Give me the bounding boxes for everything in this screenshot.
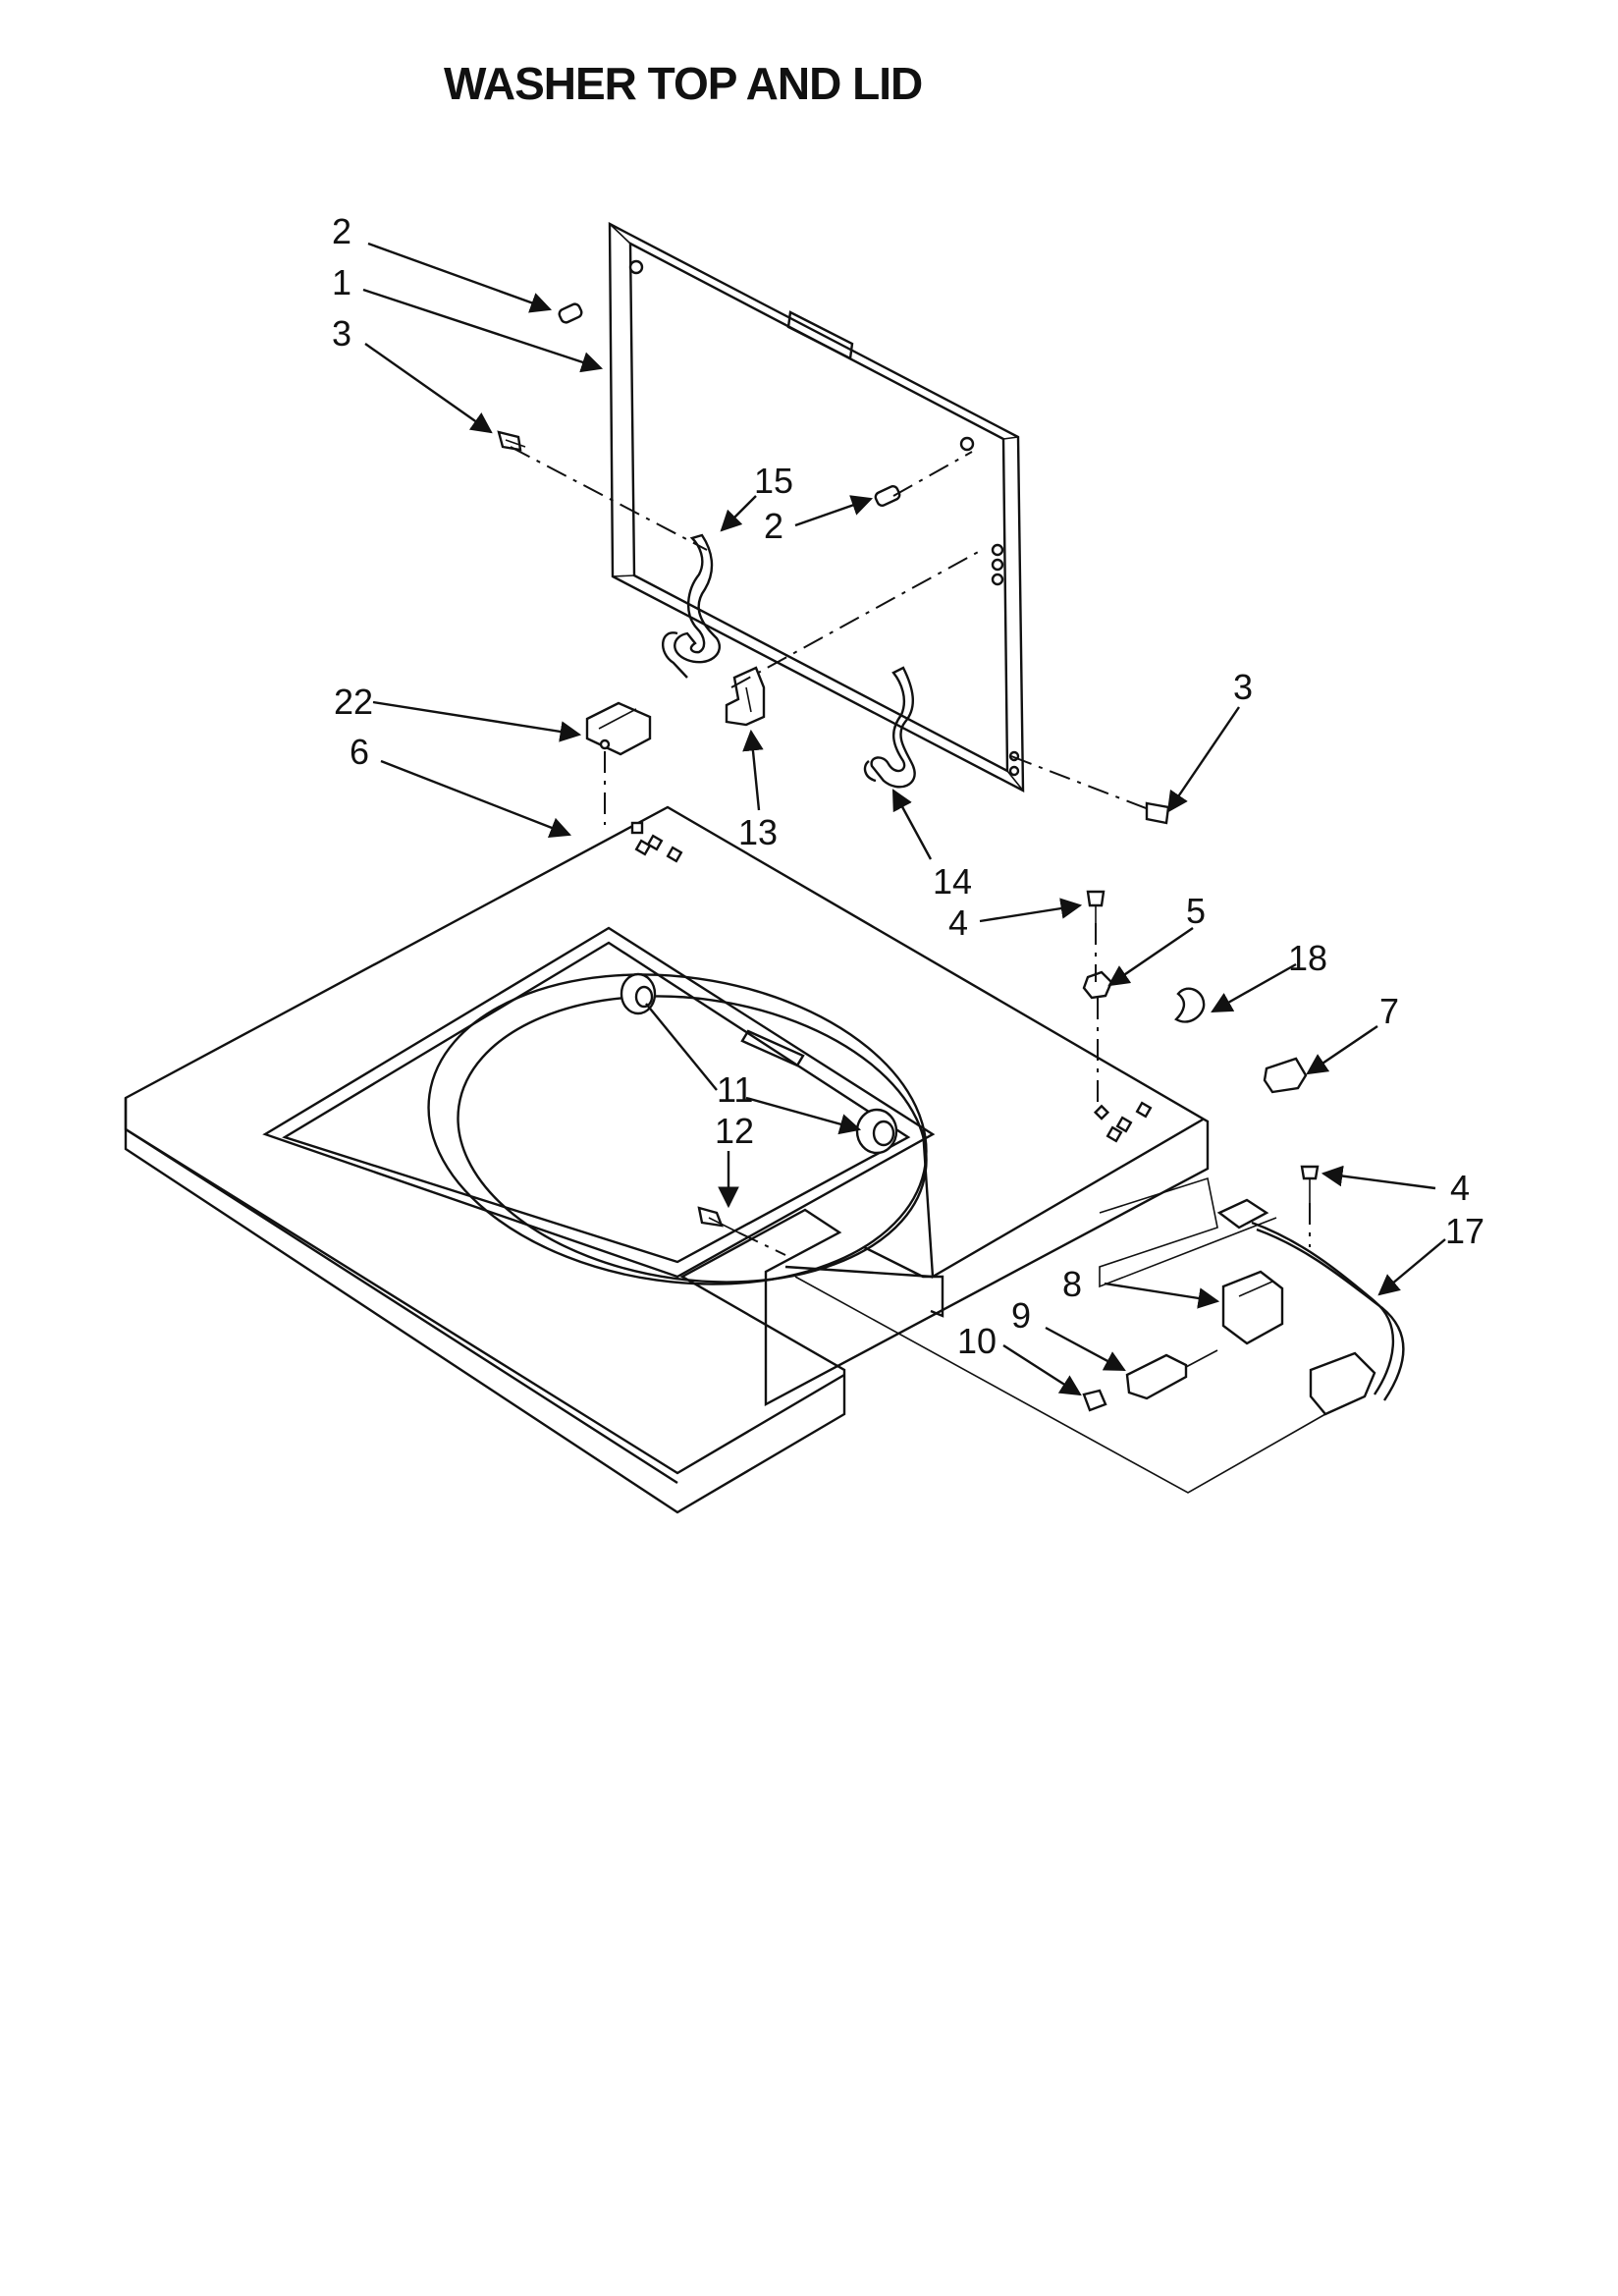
callout-22: 22 [334, 682, 373, 722]
screw-12 [697, 1206, 739, 1233]
screw-3-right [1145, 801, 1170, 825]
lid-switch-actuator-22 [585, 701, 652, 756]
callout-14: 14 [933, 861, 972, 902]
washer-top-panel [124, 805, 1210, 1514]
leader-lines [362, 242, 1446, 1396]
plug-9 [1125, 1349, 1218, 1400]
callout-12: 12 [715, 1111, 754, 1151]
callout-13: 13 [738, 812, 778, 852]
callout-6: 6 [350, 732, 369, 772]
hinge-bracket-13 [725, 666, 766, 727]
screw-4-upper [1086, 890, 1106, 923]
clip-18 [1174, 987, 1206, 1023]
clip-7 [1263, 1057, 1308, 1094]
callout-8: 8 [1062, 1264, 1082, 1304]
screw-4-lower [1300, 1165, 1320, 1203]
callout-10: 10 [957, 1321, 997, 1361]
callout-4-lower: 4 [1450, 1168, 1470, 1208]
callout-18: 18 [1288, 938, 1327, 978]
lid-frame [608, 222, 1025, 793]
callout-3-right: 3 [1233, 667, 1253, 707]
bumper-11-right [855, 1108, 898, 1155]
lid-hinge-right [863, 666, 916, 789]
callout-4-upper: 4 [948, 902, 968, 943]
callout-2-upper: 2 [332, 211, 351, 251]
callout-5: 5 [1186, 891, 1206, 931]
callout-7: 7 [1379, 991, 1399, 1031]
callout-2-lower: 2 [764, 506, 783, 546]
callout-1: 1 [332, 262, 351, 302]
wire-harness-17 [1216, 1198, 1405, 1416]
callout-11: 11 [717, 1069, 753, 1110]
clip-10 [1082, 1389, 1107, 1412]
nut-5 [1082, 970, 1113, 1000]
plug-2-upper [558, 302, 583, 324]
callout-3-left: 3 [332, 313, 351, 354]
callout-17: 17 [1445, 1211, 1484, 1251]
diagram-title: WASHER TOP AND LID [444, 58, 923, 109]
plug-2-lower [874, 485, 901, 507]
callout-9: 9 [1011, 1295, 1031, 1336]
callout-15: 15 [754, 461, 793, 501]
screw-3-left [497, 430, 526, 452]
lid-switch-8 [1221, 1270, 1284, 1345]
lid-hinge-left [662, 533, 721, 679]
